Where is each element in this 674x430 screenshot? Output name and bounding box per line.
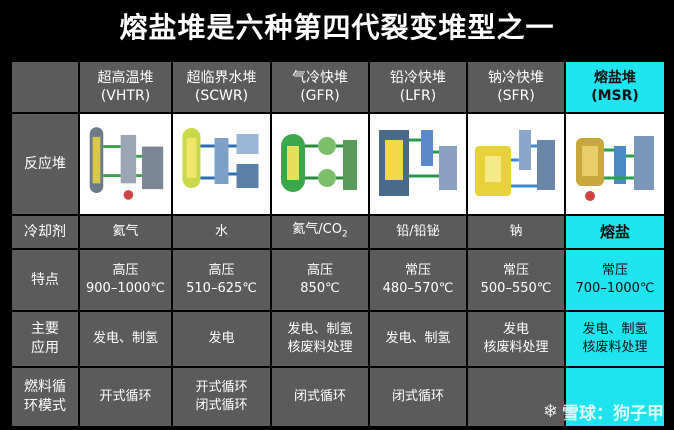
scwr-diagram xyxy=(171,112,272,216)
pressure: 高压 xyxy=(306,263,333,278)
reactor-schematic-icon xyxy=(89,127,164,200)
vhtr-diagram xyxy=(78,112,173,216)
col-name: 熔盐堆 xyxy=(594,70,636,86)
fuel-cycle-gfr: 闭式循环 xyxy=(270,366,370,428)
col-abbr: (SCWR) xyxy=(194,88,249,104)
features-scwr: 高压 510–625℃ xyxy=(171,248,272,312)
col-name: 钠冷快堆 xyxy=(488,70,544,86)
row-label-features: 特点 xyxy=(10,248,80,312)
fuel-cycle-row: 燃料循 环模式 开式循环 开式循环 闭式循环 闭式循环 闭式循环 xyxy=(10,366,666,428)
temperature: 850℃ xyxy=(300,281,340,296)
col-header-sfr: 钠冷快堆 (SFR) xyxy=(466,60,566,114)
coolant-scwr: 水 xyxy=(171,214,272,250)
fuel-cycle-msr xyxy=(564,366,666,428)
msr-diagram xyxy=(564,112,666,216)
coolant-gfr-text: 氦气/CO xyxy=(292,221,342,237)
coolant-row: 冷却剂 氦气 水 氦气/CO2 铅/铅铋 钠 熔盐 xyxy=(10,214,666,250)
application-sfr: 发电 核废料处理 xyxy=(466,310,566,368)
pressure: 常压 xyxy=(404,263,431,278)
col-header-msr: 熔盐堆 (MSR) xyxy=(564,60,666,114)
watermark: ❄ 雪球：狗子甲 xyxy=(543,399,664,424)
col-name: 铅冷快堆 xyxy=(390,70,446,86)
application-row: 主要 应用 发电、制氢 发电 发电、制氢 核废料处理 发电、制氢 发电 核废料处… xyxy=(10,310,666,368)
col-name: 超高温堆 xyxy=(97,70,154,86)
col-abbr: (MSR) xyxy=(591,88,639,104)
col-abbr: (SFR) xyxy=(497,88,535,104)
reactor-comparison-table: 超高温堆 (VHTR) 超临界水堆 (SCWR) 气冷快堆 (GFR) 铅冷快堆… xyxy=(10,60,666,428)
col-name: 气冷快堆 xyxy=(292,70,348,86)
coolant-msr: 熔盐 xyxy=(564,214,666,250)
temperature: 900–1000℃ xyxy=(86,281,165,296)
col-abbr: (LFR) xyxy=(399,88,437,104)
reactor-row: 反应堆 xyxy=(10,112,666,216)
temperature: 700–1000℃ xyxy=(575,281,655,296)
row-label-application: 主要 应用 xyxy=(10,310,80,368)
sfr-diagram xyxy=(466,112,566,216)
fuel-cycle-vhtr: 开式循环 xyxy=(78,366,173,428)
snowball-logo-icon: ❄ xyxy=(542,401,558,422)
row-label-fuel-cycle: 燃料循 环模式 xyxy=(10,366,80,428)
corner-cell xyxy=(10,60,80,114)
fuel-cycle-lfr: 闭式循环 xyxy=(368,366,468,428)
col-header-lfr: 铅冷快堆 (LFR) xyxy=(368,60,468,114)
col-abbr: (GFR) xyxy=(300,88,340,104)
col-header-vhtr: 超高温堆 (VHTR) xyxy=(78,60,173,114)
fuel-cycle-sfr xyxy=(466,366,566,428)
reactor-schematic-icon xyxy=(281,134,357,192)
features-gfr: 高压 850℃ xyxy=(270,248,370,312)
gfr-diagram xyxy=(270,112,370,216)
reactor-schematic-icon xyxy=(576,136,654,201)
temperature: 480–570℃ xyxy=(382,281,454,296)
reactor-schematic-icon xyxy=(379,130,457,196)
coolant-gfr-subscript: 2 xyxy=(341,229,348,240)
pressure: 高压 xyxy=(112,263,139,278)
coolant-lfr: 铅/铅铋 xyxy=(368,214,468,250)
features-sfr: 常压 500–550℃ xyxy=(466,248,566,312)
lfr-diagram xyxy=(368,112,468,216)
reactor-schematic-icon xyxy=(182,128,259,188)
header-row: 超高温堆 (VHTR) 超临界水堆 (SCWR) 气冷快堆 (GFR) 铅冷快堆… xyxy=(10,60,666,114)
fuel-cycle-scwr: 开式循环 闭式循环 xyxy=(171,366,272,428)
application-msr: 发电、制氢 核废料处理 xyxy=(564,310,666,368)
coolant-sfr: 钠 xyxy=(466,214,566,250)
col-header-scwr: 超临界水堆 (SCWR) xyxy=(171,60,272,114)
application-scwr: 发电 xyxy=(171,310,272,368)
col-abbr: (VHTR) xyxy=(100,88,151,104)
temperature: 510–625℃ xyxy=(186,281,257,296)
row-label-coolant: 冷却剂 xyxy=(10,214,80,250)
reactor-schematic-icon xyxy=(475,130,555,196)
application-gfr: 发电、制氢 核废料处理 xyxy=(270,310,370,368)
coolant-vhtr: 氦气 xyxy=(78,214,173,250)
col-name: 超临界水堆 xyxy=(186,70,257,86)
row-label-reactor: 反应堆 xyxy=(10,112,80,216)
features-vhtr: 高压 900–1000℃ xyxy=(78,248,173,312)
pressure: 高压 xyxy=(208,263,235,278)
pressure: 常压 xyxy=(601,263,628,278)
col-header-gfr: 气冷快堆 (GFR) xyxy=(270,60,370,114)
pressure: 常压 xyxy=(502,263,529,278)
application-vhtr: 发电、制氢 xyxy=(78,310,173,368)
features-msr: 常压 700–1000℃ xyxy=(564,248,666,312)
temperature: 500–550℃ xyxy=(480,281,552,296)
application-lfr: 发电、制氢 xyxy=(368,310,468,368)
watermark-text: 雪球：狗子甲 xyxy=(562,404,664,424)
coolant-gfr: 氦气/CO2 xyxy=(270,214,370,250)
page-title: 熔盐堆是六种第四代裂变堆型之一 xyxy=(119,11,555,44)
features-row: 特点 高压 900–1000℃ 高压 510–625℃ 高压 850℃ 常压 4… xyxy=(10,248,666,312)
features-lfr: 常压 480–570℃ xyxy=(368,248,468,312)
